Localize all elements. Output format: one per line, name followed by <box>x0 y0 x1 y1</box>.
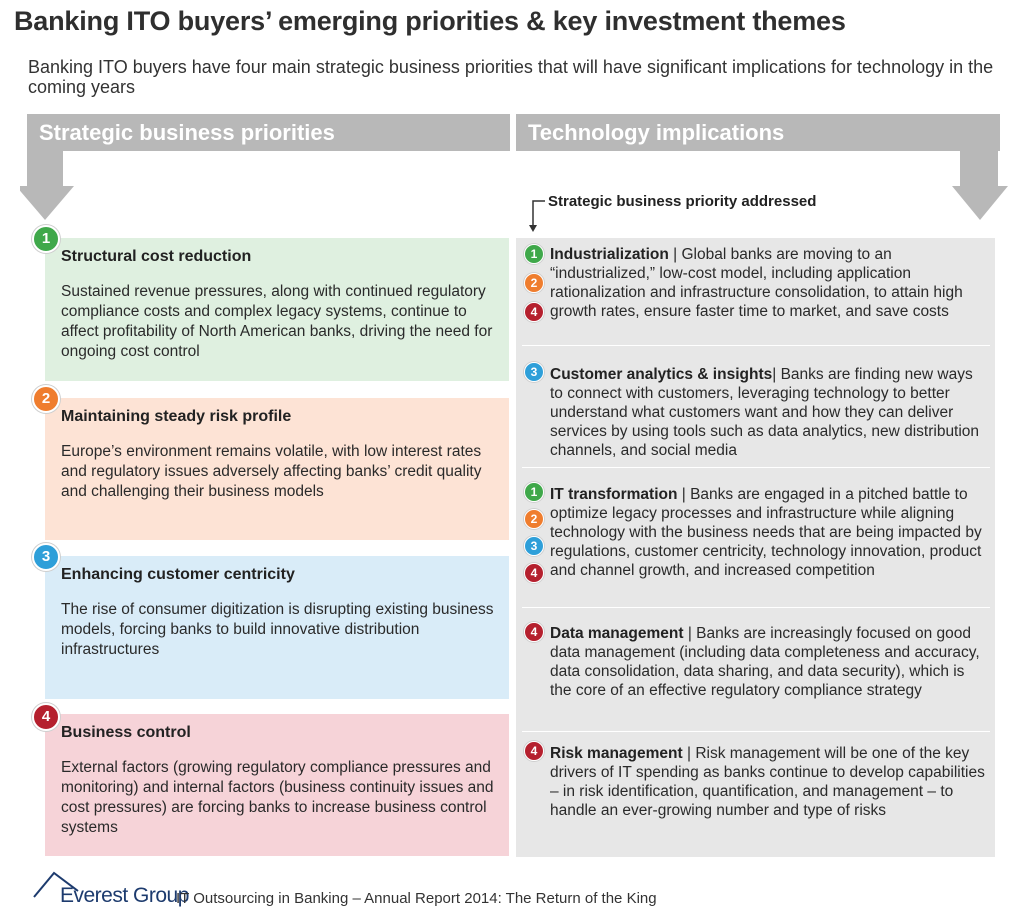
priority-title: Enhancing customer centricity <box>61 566 295 583</box>
implication-title: IT transformation <box>550 486 678 503</box>
implication-text: Banks are engaged in a pitched battle to… <box>550 486 982 579</box>
addressed-badge: 4 <box>524 563 544 583</box>
implication-title: Customer analytics & insights <box>550 366 773 383</box>
addressed-badge: 3 <box>524 536 544 556</box>
priority-number-badge-1: 1 <box>32 225 60 253</box>
addressed-badge: 4 <box>524 302 544 322</box>
implication-title: Data management <box>550 625 684 642</box>
addressed-badge: 2 <box>524 509 544 529</box>
priority-box-4: Business control External factors (growi… <box>45 714 509 856</box>
implication-risk-management: Risk management | Risk management will b… <box>550 744 985 820</box>
divider <box>522 345 990 346</box>
divider <box>522 731 990 732</box>
addressed-badge: 3 <box>524 362 544 382</box>
priority-box-3: Enhancing customer centricity The rise o… <box>45 556 509 699</box>
priority-number-badge-3: 3 <box>32 543 60 571</box>
footer-brand: Everest Group <box>60 884 189 907</box>
priority-number-badge-2: 2 <box>32 385 60 413</box>
priority-text: Europe’s environment remains volatile, w… <box>61 443 482 500</box>
divider <box>522 607 990 608</box>
priority-number-badge-4: 4 <box>32 703 60 731</box>
implication-text: Banks are finding new ways to connect wi… <box>550 366 980 459</box>
addressed-badge: 4 <box>524 741 544 761</box>
addressed-bracket-arrow <box>529 200 545 232</box>
priority-text: External factors (growing regulatory com… <box>61 759 494 836</box>
technology-implications-panel <box>516 238 995 857</box>
priority-box-2: Maintaining steady risk profile Europe’s… <box>45 398 509 540</box>
implication-it-transformation: IT transformation | Banks are engaged in… <box>550 485 985 580</box>
priority-title: Maintaining steady risk profile <box>61 408 292 425</box>
priority-title: Business control <box>61 724 191 741</box>
page-subtitle: Banking ITO buyers have four main strate… <box>28 57 994 97</box>
divider <box>522 467 990 468</box>
addressed-badge: 2 <box>524 273 544 293</box>
implication-text: Global banks are moving to an “industria… <box>550 246 963 320</box>
implication-data-management: Data management | Banks are increasingly… <box>550 624 985 700</box>
addressed-badge: 1 <box>524 482 544 502</box>
header-strategic-business-priorities: Strategic business priorities <box>27 114 510 151</box>
implication-sep: | <box>677 486 691 503</box>
implication-sep: | <box>682 745 696 762</box>
implication-sep: | <box>772 366 781 383</box>
addressed-badge: 1 <box>524 244 544 264</box>
implication-text: Banks are increasingly focused on good d… <box>550 625 980 699</box>
everest-logo-icon <box>33 871 79 898</box>
addressed-label: Strategic business priority addressed <box>548 193 817 210</box>
implication-sep: | <box>683 625 697 642</box>
implication-customer-analytics: Customer analytics & insights| Banks are… <box>550 365 985 460</box>
priority-text: The rise of consumer digitization is dis… <box>61 601 494 658</box>
header-technology-implications: Technology implications <box>516 114 1000 151</box>
priority-box-1: Structural cost reduction Sustained reve… <box>45 238 509 381</box>
implication-title: Industrialization <box>550 246 669 263</box>
priority-title: Structural cost reduction <box>61 248 252 265</box>
priority-text: Sustained revenue pressures, along with … <box>61 283 493 360</box>
implication-industrialization: Industrialization | Global banks are mov… <box>550 245 985 321</box>
implication-text: Risk management will be one of the key d… <box>550 745 985 819</box>
implication-sep: | <box>668 246 682 263</box>
footer-report-title: IT Outsourcing in Banking – Annual Repor… <box>176 890 657 907</box>
implication-title: Risk management <box>550 745 683 762</box>
page-title: Banking ITO buyers’ emerging priorities … <box>14 6 846 36</box>
addressed-badge: 4 <box>524 622 544 642</box>
